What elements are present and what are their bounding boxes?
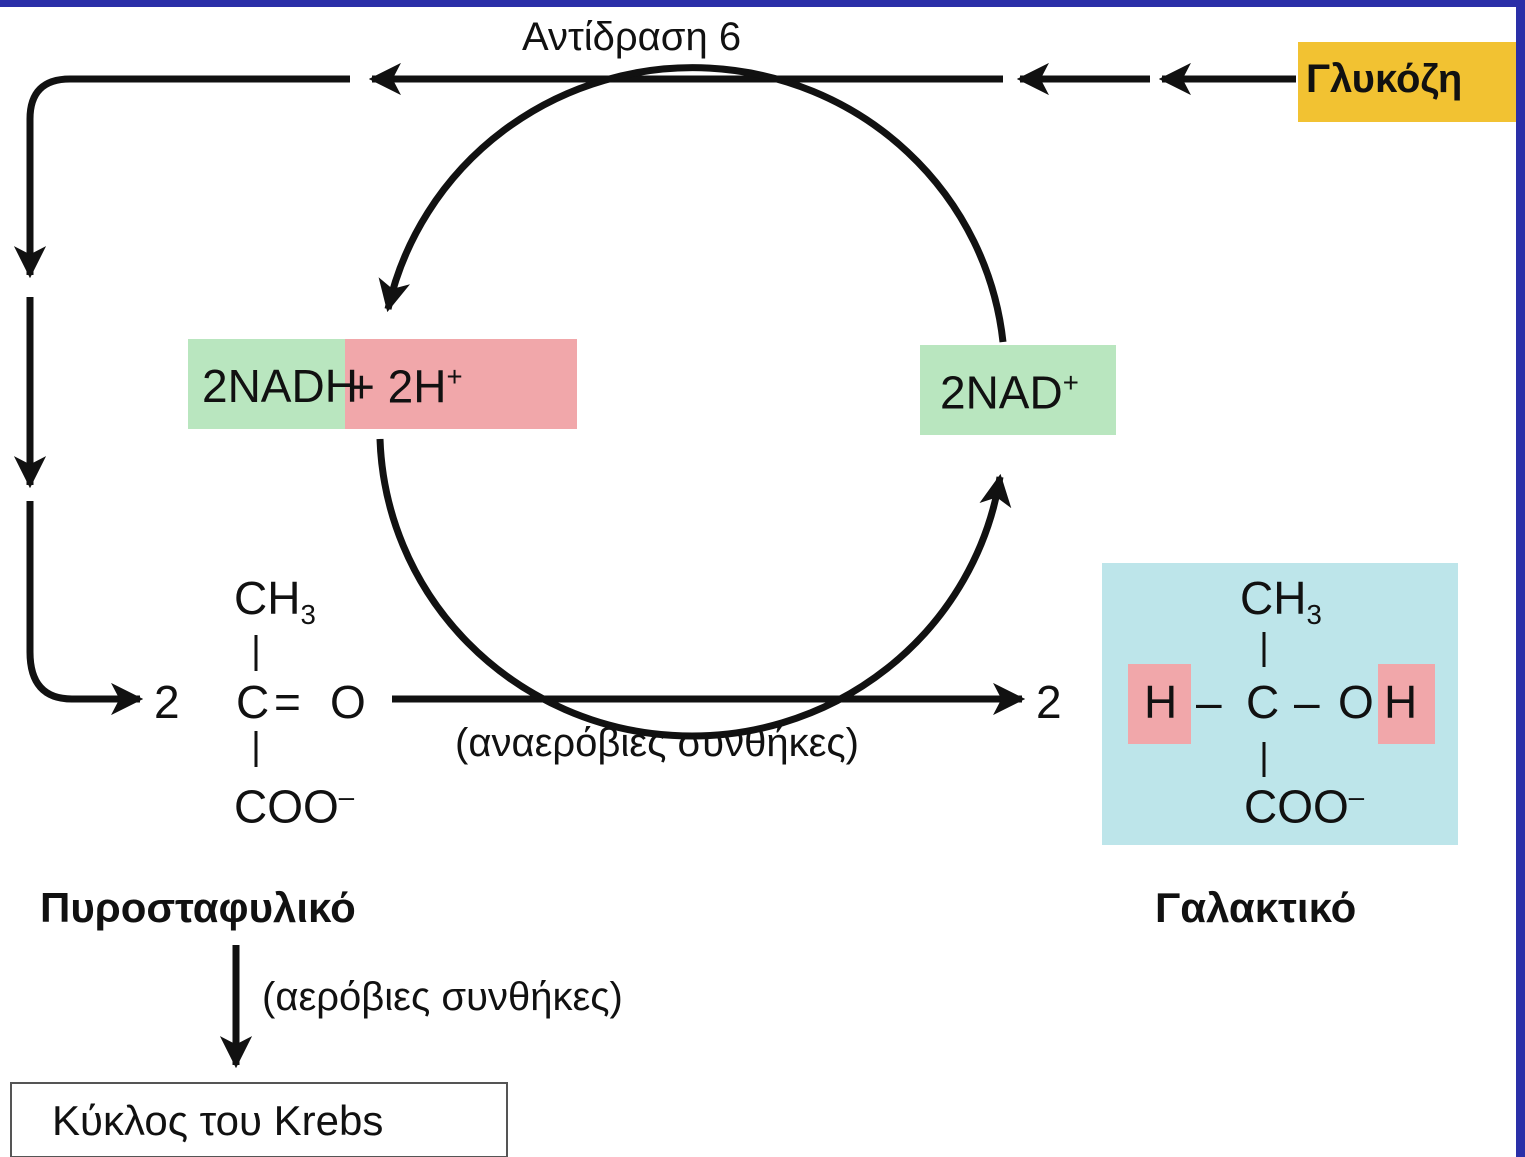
cycle-arc-top: [378, 64, 1007, 343]
cycle-arc-bottom: [376, 438, 1012, 740]
pyruvate-o: O: [330, 676, 366, 728]
lactate-h-pink: [1128, 664, 1191, 744]
lactate-c: C: [1246, 676, 1280, 728]
pathway-arrows: [13, 62, 1296, 1069]
pyruvate-coo: COO–: [234, 780, 355, 833]
glucose-box: [1298, 42, 1516, 122]
lactate-coo: COO–: [1244, 780, 1365, 833]
lactate-coef: 2: [1036, 676, 1062, 728]
krebs-box: Κύκλος του Krebs: [10, 1082, 508, 1157]
left-corner-line: [13, 75, 350, 279]
pyruvate-double-bond: =: [274, 676, 301, 728]
lactate-ch3: CH3: [1240, 572, 1322, 631]
nad-green-box: [920, 345, 1116, 435]
lactate-oh-pink: [1378, 664, 1435, 744]
lactate-bond-right: –: [1294, 676, 1320, 728]
lactate-bond-left: –: [1196, 676, 1222, 728]
glucose-label: Γλυκόζη: [1306, 57, 1463, 101]
nad-label: 2NAD+: [940, 366, 1079, 419]
nadh-green-box: [188, 339, 345, 429]
aerobic-label: (αερόβιες συνθήκες): [262, 975, 623, 1019]
nadh-label: 2NADH: [202, 360, 358, 412]
lactate-o: O: [1338, 676, 1374, 728]
pyruvate-c: C: [236, 676, 270, 728]
krebs-label: Κύκλος του Krebs: [52, 1097, 384, 1144]
pyruvate-ch3: CH3: [234, 572, 316, 631]
lactate-h: H: [1144, 676, 1178, 728]
pyruvate-label: Πυροσταφυλικό: [40, 884, 356, 931]
nadh-plus-label: + 2H+: [348, 360, 463, 413]
anaerobic-label: (αναερόβιες συνθήκες): [455, 721, 860, 765]
left-down-to-pyruvate: [26, 501, 144, 716]
reaction-label: Αντίδραση 6: [522, 15, 742, 59]
lactate-h2: H: [1384, 676, 1418, 728]
nadh-pink-box: [345, 339, 577, 429]
pyruvate-coef: 2: [154, 676, 180, 728]
lactate-label: Γαλακτικό: [1155, 884, 1357, 931]
